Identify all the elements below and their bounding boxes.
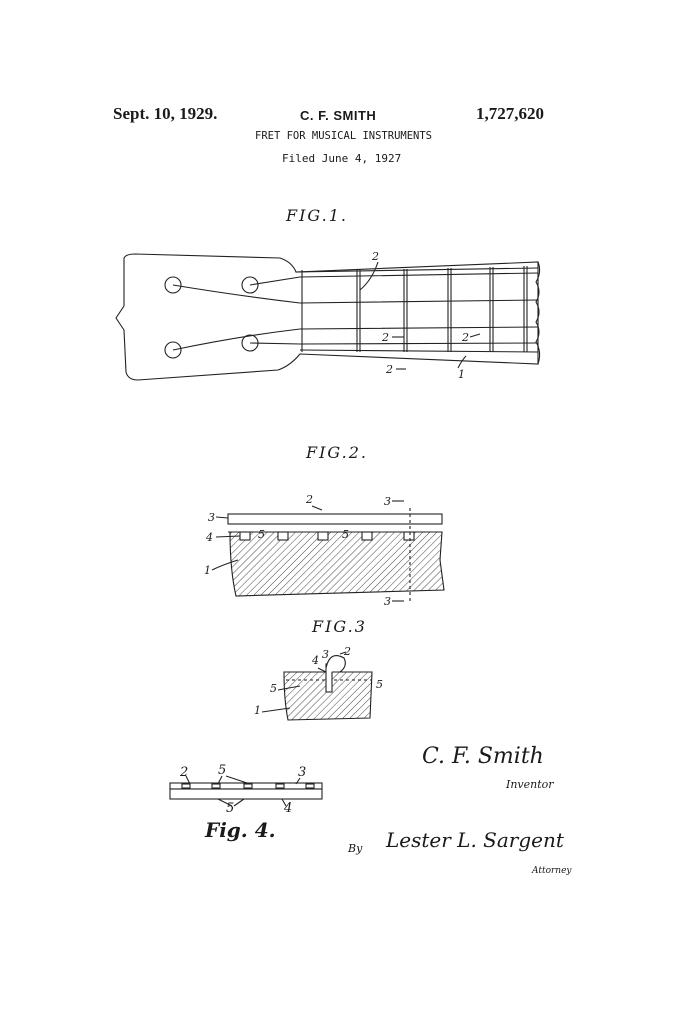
fig1-string <box>249 272 539 286</box>
fig3-ref-5: 5 <box>270 682 277 695</box>
fig1-ref-2: 2 <box>371 250 379 263</box>
fig4-strip-base <box>169 788 323 800</box>
fig4-ref-3: 3 <box>298 765 306 780</box>
fig3-ref-1: 1 <box>254 704 261 717</box>
fig1-string <box>172 284 539 304</box>
inventor-name: C. F. SMITH <box>300 108 377 123</box>
fig4-ref-2: 2 <box>179 765 188 780</box>
fig1-fretboard-edge <box>295 267 539 273</box>
fig1-headstock <box>115 253 539 381</box>
patent-date: Sept. 10, 1929. <box>113 104 218 123</box>
fig1-ref-2: 2 <box>385 363 393 376</box>
fig4-ref-4: 4 <box>283 801 292 816</box>
fig2-fret-tang <box>239 531 251 541</box>
fig2-fret-tang <box>277 531 289 541</box>
fig2-fret-tang <box>317 531 329 541</box>
fig2-ref-3: 3 <box>208 511 215 524</box>
fig3-ref-2: 2 <box>343 645 351 658</box>
fig1-break-line <box>535 261 541 365</box>
inventor-signature: C. F. Smith <box>422 744 544 769</box>
fig2-ref-3: 3 <box>384 595 391 608</box>
fig1-ref-2: 2 <box>461 331 469 344</box>
fig4-ref-5: 5 <box>226 801 234 816</box>
fig2-body-section <box>229 531 445 597</box>
inventor-role: Inventor <box>506 778 554 791</box>
fig2-fret-tang <box>403 531 415 541</box>
fig3-body-section <box>283 671 373 721</box>
fig4-label: Fig. 4. <box>205 818 276 842</box>
fig4-drawing <box>169 775 323 807</box>
fig1-ref-1: 1 <box>458 368 465 381</box>
fig2-ref-2: 2 <box>305 493 313 506</box>
fig3-ref-4: 4 <box>311 654 319 667</box>
fig1-tuning-peg <box>241 276 259 294</box>
fig3-drawing <box>261 651 373 721</box>
fig2-label: FIG.2. <box>306 443 368 462</box>
fig1-string <box>249 342 539 345</box>
fig2-drawing <box>211 500 445 602</box>
fig3-label: FIG.3 <box>312 617 367 636</box>
fig4-ref-5: 5 <box>218 763 226 778</box>
filing-date: Filed June 4, 1927 <box>282 152 402 165</box>
fig2-ref-5: 5 <box>342 528 349 541</box>
by-label: By <box>348 842 363 855</box>
fig2-ref-1: 1 <box>204 564 211 577</box>
fig2-fret-tang <box>361 531 373 541</box>
attorney-role: Attorney <box>532 866 572 876</box>
fig2-ref-5: 5 <box>258 528 265 541</box>
fig2-ref-4: 4 <box>205 531 213 544</box>
fig1-tuning-peg <box>164 276 182 294</box>
fig3-ref-5: 5 <box>376 678 383 691</box>
attorney-signature: Lester L. Sargent <box>386 828 564 852</box>
fig3-ref-3: 3 <box>322 648 329 661</box>
fig1-string <box>172 326 539 351</box>
fig2-ref-3: 3 <box>384 495 391 508</box>
fig1-label: FIG.1. <box>286 206 348 225</box>
patent-title: FRET FOR MUSICAL INSTRUMENTS <box>255 130 433 142</box>
patent-number: 1,727,620 <box>476 104 544 123</box>
fig1-tuning-peg <box>164 341 182 359</box>
fig1-drawing <box>115 253 541 381</box>
fig3-fret-crown <box>325 655 346 673</box>
fig1-ref-2: 2 <box>381 331 389 344</box>
fig1-fretboard-edge <box>299 349 539 353</box>
